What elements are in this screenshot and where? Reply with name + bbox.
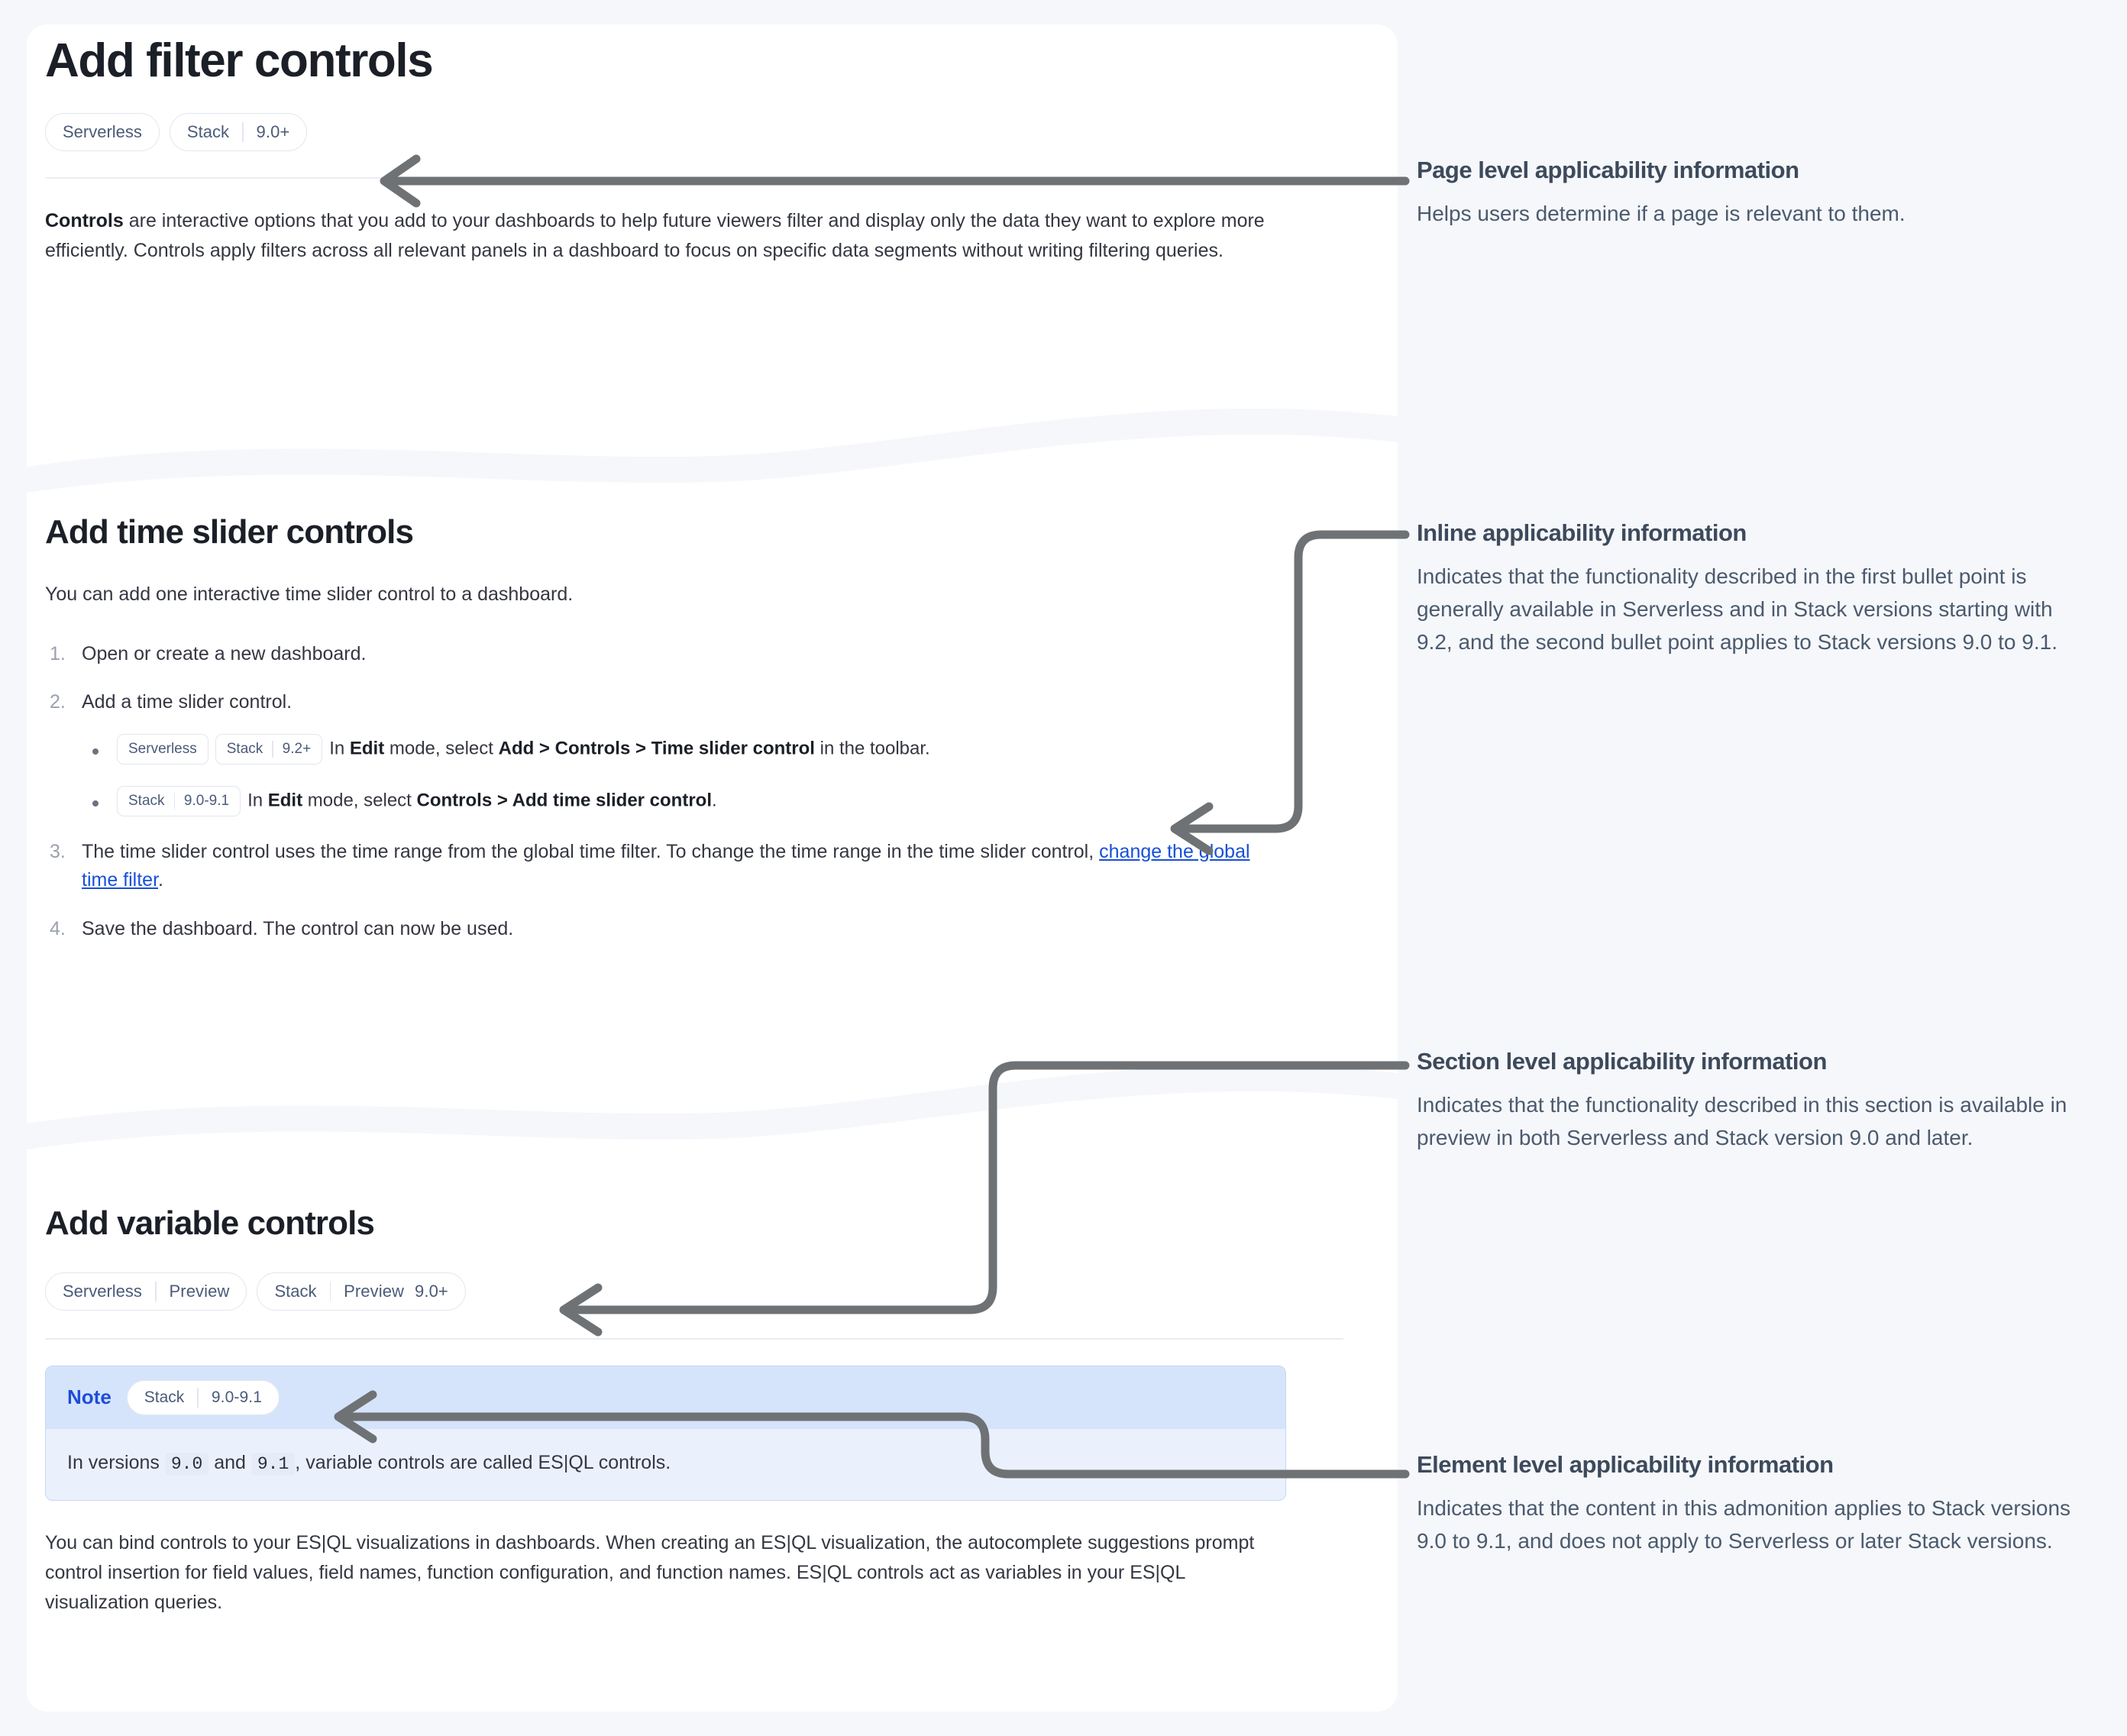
sub-bullet-text-g: > (630, 737, 651, 758)
badge-separator (272, 740, 273, 758)
intro-lead-term: Controls (45, 210, 124, 232)
badge-separator (154, 1281, 157, 1301)
sub-bullet-text-e: > (534, 737, 555, 758)
sub-bullet-text-i: in the toolbar. (814, 737, 930, 758)
sub-bullet-text-d: Controls (416, 789, 493, 810)
badge-product-label: Serverless (128, 740, 197, 757)
sub-bullet-text-a: In (247, 789, 268, 810)
sub-bullet-text-h: Time slider control (651, 737, 815, 758)
annotation-page-level: Page level applicability information Hel… (1417, 157, 2074, 230)
badge-product-label: Stack (128, 792, 165, 809)
badge-separator (173, 792, 175, 810)
step-item: Save the dashboard. The control can now … (45, 915, 1343, 944)
badge-separator (329, 1281, 331, 1301)
note-code-2: 9.1 (251, 1452, 296, 1476)
note-header: Note Stack 9.0-9.1 (46, 1366, 1285, 1429)
sub-bullet-item: Stack 9.0-9.1 In Edit mode, select Contr… (82, 785, 1343, 816)
intro-paragraph: Controls are interactive options that yo… (45, 206, 1282, 266)
badge-separator (197, 1387, 199, 1408)
annotation-title: Element level applicability information (1417, 1451, 1834, 1478)
badge-lifecycle-label: Preview (169, 1281, 230, 1301)
step-text: Open or create a new dashboard. (82, 642, 367, 664)
note-body: In versions 9.0 and 9.1, variable contro… (46, 1429, 1285, 1501)
step-text: Save the dashboard. The control can now … (82, 917, 514, 939)
note-text-c: , variable controls are called ES|QL con… (295, 1451, 671, 1473)
note-badge-stack[interactable]: Stack 9.0-9.1 (126, 1379, 280, 1415)
sub-bullet-text-b: Edit (349, 737, 385, 758)
sub-bullet-text-f: Add time slider control (512, 789, 713, 810)
annotation-body: Indicates that the functionality describ… (1417, 564, 2058, 655)
sub-bullet-item: Serverless Stack 9.2+ In Edit mode, sele… (82, 733, 1343, 765)
annotation-element-level: Element level applicability information … (1417, 1451, 2074, 1557)
note-label: Note (67, 1385, 112, 1409)
annotation-body: Indicates that the content in this admon… (1417, 1495, 2071, 1553)
badge-product-label: Stack (186, 122, 229, 142)
annotation-body: Indicates that the functionality describ… (1417, 1092, 2067, 1149)
step-text: Add a time slider control. (82, 691, 293, 713)
annotation-title: Inline applicability information (1417, 519, 1747, 546)
sub-bullet-text-a: In (329, 737, 350, 758)
sub-bullet-text-d: Add (498, 737, 535, 758)
step-text-before-link: The time slider control uses the time ra… (82, 840, 1100, 862)
note-admonition: Note Stack 9.0-9.1 In versions 9.0 and 9… (45, 1365, 1286, 1502)
sub-bullet-text-e: > (492, 789, 512, 810)
sub-bullet-text-c: mode, select (384, 737, 499, 758)
badge-version-label: 9.0-9.1 (183, 792, 230, 809)
sub-bullet-text-f: Controls (554, 737, 631, 758)
step-text-after-link: . (158, 869, 163, 891)
documentation-preview: Add filter controls Serverless Stack 9.0… (27, 24, 1398, 1712)
badge-stack[interactable]: Stack 9.0+ (169, 113, 308, 152)
badge-product-label: Stack (144, 1388, 185, 1406)
section-title-variable: Add variable controls (45, 1204, 375, 1242)
page-panel-intro (27, 24, 1398, 452)
time-slider-lead: You can add one interactive time slider … (45, 583, 574, 605)
note-text-a: In versions (67, 1451, 165, 1473)
inline-badge-serverless[interactable]: Serverless (117, 733, 208, 765)
annotation-body: Helps users determine if a page is relev… (1417, 201, 1906, 225)
step-item: Add a time slider control. Serverless St… (45, 688, 1343, 816)
badge-serverless[interactable]: Serverless (45, 113, 160, 152)
badge-serverless-preview[interactable]: Serverless Preview (45, 1272, 247, 1311)
annotation-title: Section level applicability information (1417, 1048, 1827, 1075)
time-slider-steps: Open or create a new dashboard. Add a ti… (45, 640, 1343, 944)
badge-separator (241, 122, 244, 143)
step-item: The time slider control uses the time ra… (45, 838, 1282, 895)
badge-version-label: 9.0+ (256, 122, 290, 142)
variable-section-paragraph: You can bind controls to your ES|QL visu… (45, 1532, 1255, 1614)
badge-lifecycle-label: Preview (344, 1281, 405, 1301)
page-title: Add filter controls (45, 34, 434, 87)
section-applicability-badges: Serverless Preview Stack Preview 9.0+ (45, 1272, 1343, 1311)
badge-version-label: 9.0-9.1 (211, 1388, 262, 1406)
sub-bullet-text-c: mode, select (302, 789, 417, 810)
annotation-inline-level: Inline applicability information Indicat… (1417, 519, 2074, 659)
time-slider-sub-bullets: Serverless Stack 9.2+ In Edit mode, sele… (82, 733, 1343, 816)
badge-product-label: Stack (274, 1281, 317, 1301)
annotation-title: Page level applicability information (1417, 157, 1799, 183)
section-title-time-slider: Add time slider controls (45, 513, 414, 551)
badge-version-label: 9.2+ (282, 740, 312, 757)
title-divider (45, 177, 1343, 179)
annotation-column: Page level applicability information Hel… (1417, 0, 2127, 1736)
sub-bullet-text-b: Edit (267, 789, 303, 810)
annotation-section-level: Section level applicability information … (1417, 1048, 2074, 1154)
note-code-1: 9.0 (164, 1452, 209, 1476)
inline-badge-stack[interactable]: Stack 9.2+ (215, 733, 323, 765)
badge-product-label: Stack (226, 740, 263, 757)
badge-version-label: 9.0+ (415, 1281, 448, 1301)
page-applicability-badges: Serverless Stack 9.0+ (45, 113, 1343, 152)
badge-product-label: Serverless (63, 122, 142, 142)
badge-stack-preview[interactable]: Stack Preview 9.0+ (257, 1272, 466, 1311)
section-divider (45, 1337, 1343, 1340)
step-item: Open or create a new dashboard. (45, 640, 1343, 669)
note-text-b: and (208, 1451, 251, 1473)
intro-rest-text: are interactive options that you add to … (45, 210, 1265, 262)
badge-product-label: Serverless (63, 1281, 142, 1301)
sub-bullet-text-g: . (712, 789, 717, 810)
inline-badge-stack[interactable]: Stack 9.0-9.1 (117, 785, 241, 816)
